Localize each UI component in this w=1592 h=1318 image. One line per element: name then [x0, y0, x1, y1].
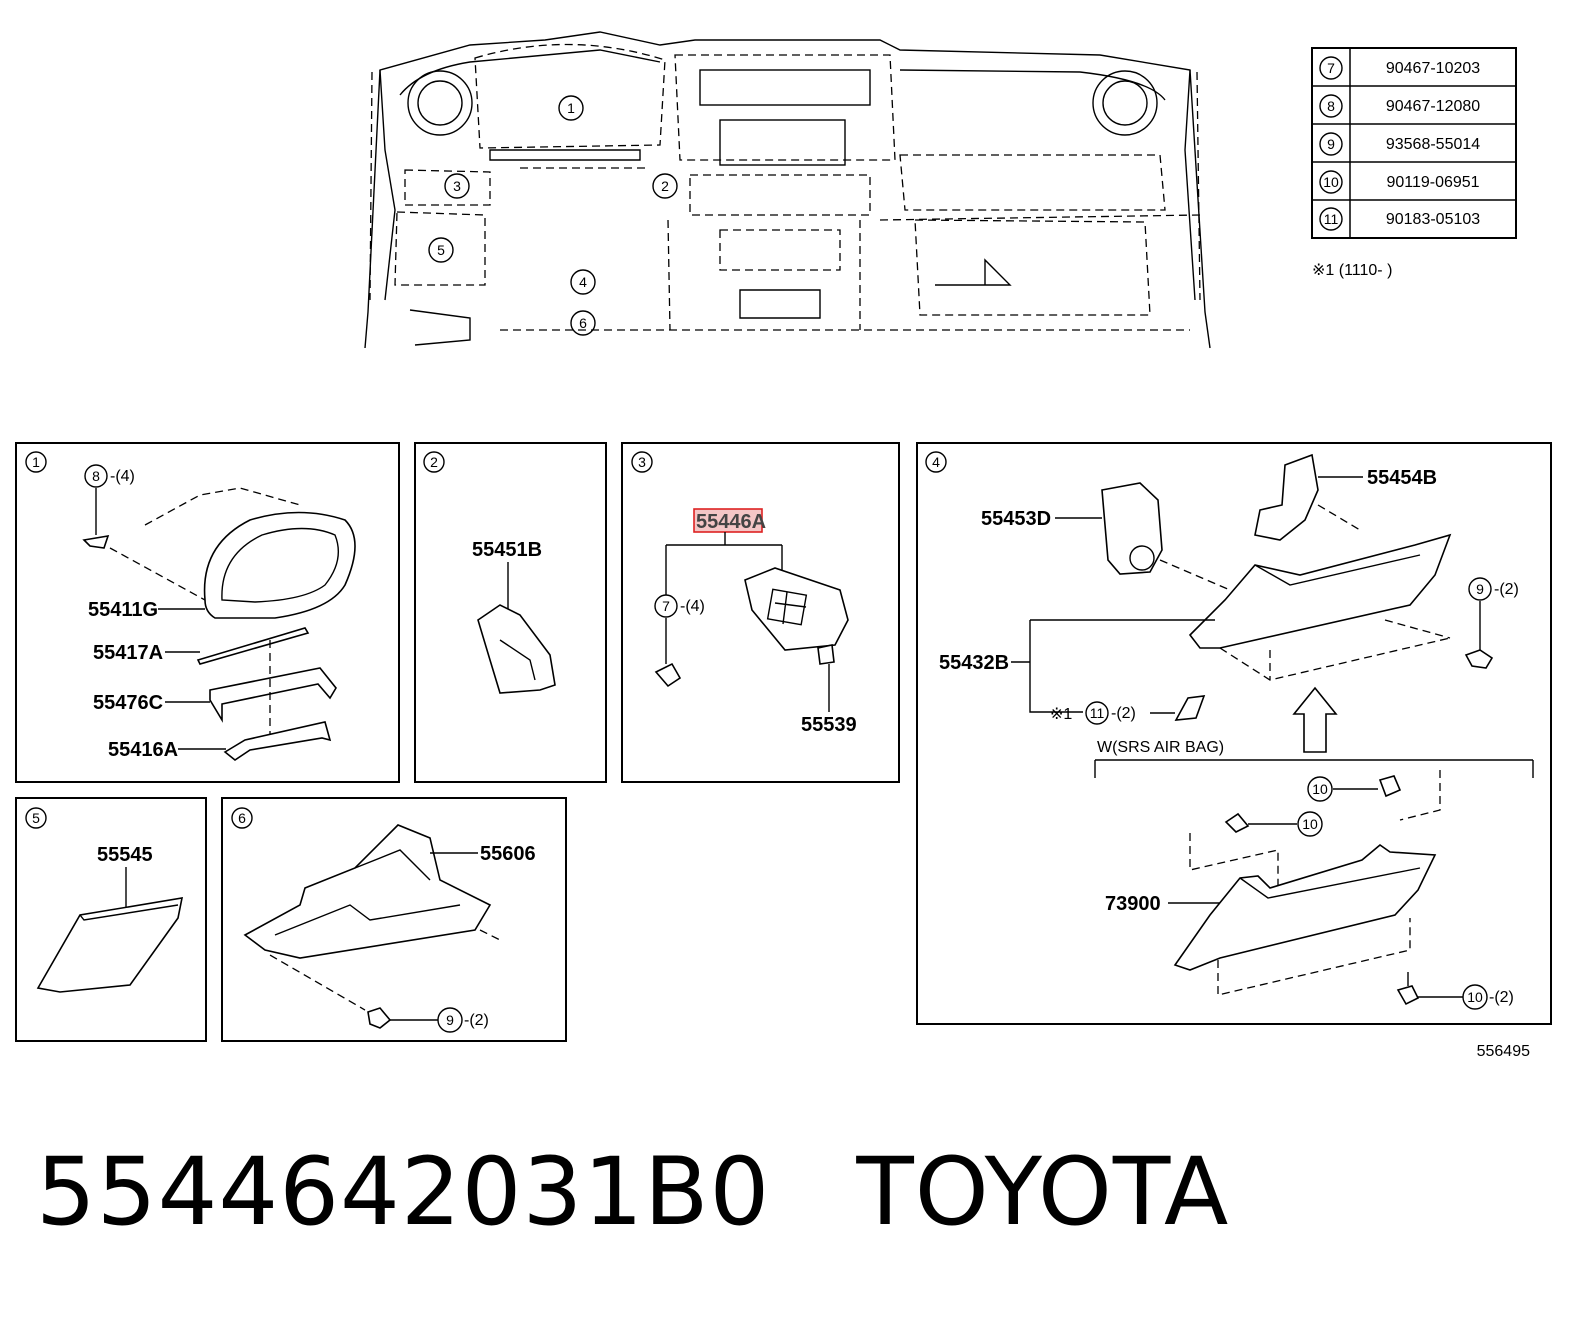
svg-text:90467-12080: 90467-12080 [1386, 98, 1480, 115]
part-label: 55453D [981, 508, 1051, 530]
part-label: 55606 [480, 843, 536, 865]
svg-text:10: 10 [1323, 174, 1339, 190]
svg-text:2: 2 [661, 178, 669, 194]
part-label: 55451B [472, 539, 542, 561]
svg-text:1: 1 [567, 100, 575, 116]
part-label: 73900 [1105, 893, 1161, 915]
fastener-ref: 9 [1476, 581, 1484, 597]
part-label: 55539 [801, 714, 857, 736]
part-label: 55545 [97, 844, 153, 866]
legend-row: 8 90467-12080 [1319, 94, 1480, 118]
svg-text:5: 5 [437, 242, 445, 258]
legend-row: 11 90183-05103 [1319, 207, 1480, 231]
caption: 5544642031B0 TOYOTA [36, 1138, 1315, 1247]
part-highlight [693, 508, 763, 533]
panel-2: 2 55451B [414, 442, 607, 783]
svg-text:8: 8 [1327, 98, 1335, 114]
panel-number: 6 [238, 810, 246, 826]
fastener-ref: 10 [1312, 781, 1328, 797]
legend-row: 7 90467-10203 [1319, 56, 1480, 80]
overview-ref-2: 2 [652, 173, 678, 199]
part-number: 5544642031B0 [36, 1138, 771, 1247]
legend-row: 9 93568-55014 [1319, 132, 1480, 156]
fastener-qty: -(2) [1494, 581, 1519, 598]
panel-1: 1 8 -(4) 55411G 55417A 55476C 55416A [15, 442, 400, 783]
footnote-mark: ※1 [1050, 706, 1072, 723]
panel-number: 2 [430, 454, 438, 470]
panel-3: 3 55446A 7 -(4) 55539 [621, 442, 900, 783]
svg-text:4: 4 [579, 274, 587, 290]
part-label: 55411G [88, 599, 158, 621]
brand-name: TOYOTA [856, 1138, 1230, 1247]
condition-label: W(SRS AIR BAG) [1097, 739, 1224, 756]
fastener-ref: 11 [1090, 705, 1105, 721]
svg-text:11: 11 [1324, 211, 1339, 227]
overview-ref-4: 4 [570, 269, 596, 295]
part-label: 55416A [108, 739, 178, 761]
fastener-ref: 10 [1302, 816, 1318, 832]
fastener-qty: -(2) [1489, 989, 1514, 1006]
fastener-qty: -(4) [110, 468, 135, 485]
overview-ref-6: 6 [570, 310, 596, 336]
panel-number: 5 [32, 810, 40, 826]
svg-text:6: 6 [579, 315, 587, 331]
svg-text:90467-10203: 90467-10203 [1386, 60, 1480, 77]
overview-ref-1: 1 [558, 95, 584, 121]
figure-id: 556495 [1477, 1043, 1530, 1060]
svg-text:90119-06951: 90119-06951 [1386, 174, 1479, 191]
svg-text:3: 3 [453, 178, 461, 194]
svg-text:90183-05103: 90183-05103 [1386, 211, 1480, 228]
fastener-ref: 9 [446, 1012, 454, 1028]
part-label: 55417A [93, 642, 163, 664]
fastener-ref: 10 [1467, 989, 1483, 1005]
svg-text:93568-55014: 93568-55014 [1386, 136, 1480, 153]
panel-4: 4 55453D 55454B 9 -(2) 55432B ※1 11 -(2) [916, 442, 1552, 1025]
fastener-qty: -(2) [464, 1012, 489, 1029]
fastener-qty: -(2) [1111, 705, 1136, 722]
svg-text:9: 9 [1327, 136, 1335, 152]
overview-ref-3: 3 [444, 173, 470, 199]
svg-text:7: 7 [1327, 60, 1335, 76]
fastener-ref: 8 [92, 468, 100, 484]
overview-ref-5: 5 [428, 237, 454, 263]
dashboard-overview [364, 31, 1211, 349]
panel-6: 6 55606 9 -(2) [221, 797, 567, 1042]
panel-number: 4 [932, 454, 940, 470]
panel-5: 5 55545 [15, 797, 207, 1042]
part-label: 55454B [1367, 467, 1437, 489]
panel-number: 3 [638, 454, 646, 470]
part-label: 55476C [93, 692, 163, 714]
footnote: ※1 (1110- ) [1312, 262, 1392, 279]
fastener-qty: -(4) [680, 598, 705, 615]
panel-number: 1 [32, 454, 40, 470]
fastener-legend-table: 7 90467-10203 8 90467-12080 9 93568-5501… [1311, 47, 1517, 239]
fastener-ref: 7 [662, 598, 670, 614]
part-label: 55446A [696, 511, 766, 533]
legend-row: 10 90119-06951 [1319, 170, 1480, 194]
part-label: 55432B [939, 652, 1009, 674]
